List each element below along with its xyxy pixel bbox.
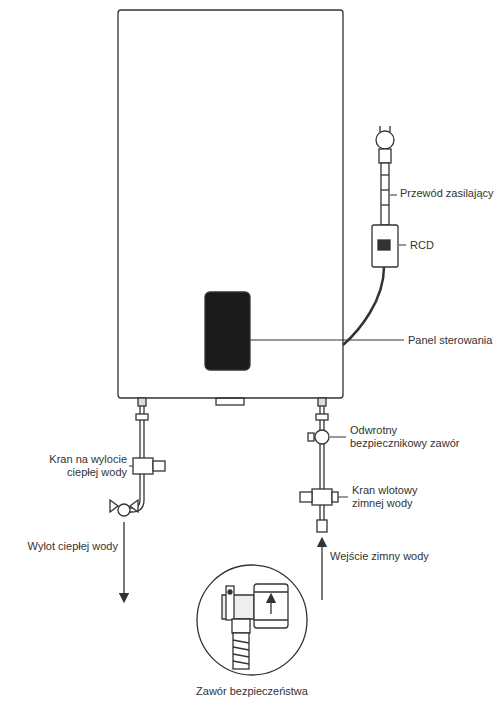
outlet-arrow (123, 522, 124, 598)
inlet-arrow (321, 542, 322, 600)
leader-lines (129, 195, 406, 497)
part-label: Kran na wylocie ciepłej wody (20, 453, 127, 479)
cold-water-pipe (300, 398, 338, 532)
safety-valve-inset (197, 565, 307, 675)
part-label: Odwrotny bezpiecznikowy zawór (350, 424, 460, 450)
part-label: Panel sterowania (408, 334, 498, 347)
power-cord (343, 126, 398, 345)
control-panel (205, 292, 250, 370)
part-label: Wejście zimny wody (330, 550, 430, 563)
part-label: RCD (410, 239, 470, 252)
part-label: Wylot ciepłej wody (20, 540, 118, 553)
inset-caption: Zawór bezpieczeństwa (152, 685, 352, 698)
bottom-tab (216, 398, 244, 405)
part-label: Kran wlotowy zimnej wody (352, 484, 452, 510)
part-label: Przewód zasilający (400, 187, 496, 200)
